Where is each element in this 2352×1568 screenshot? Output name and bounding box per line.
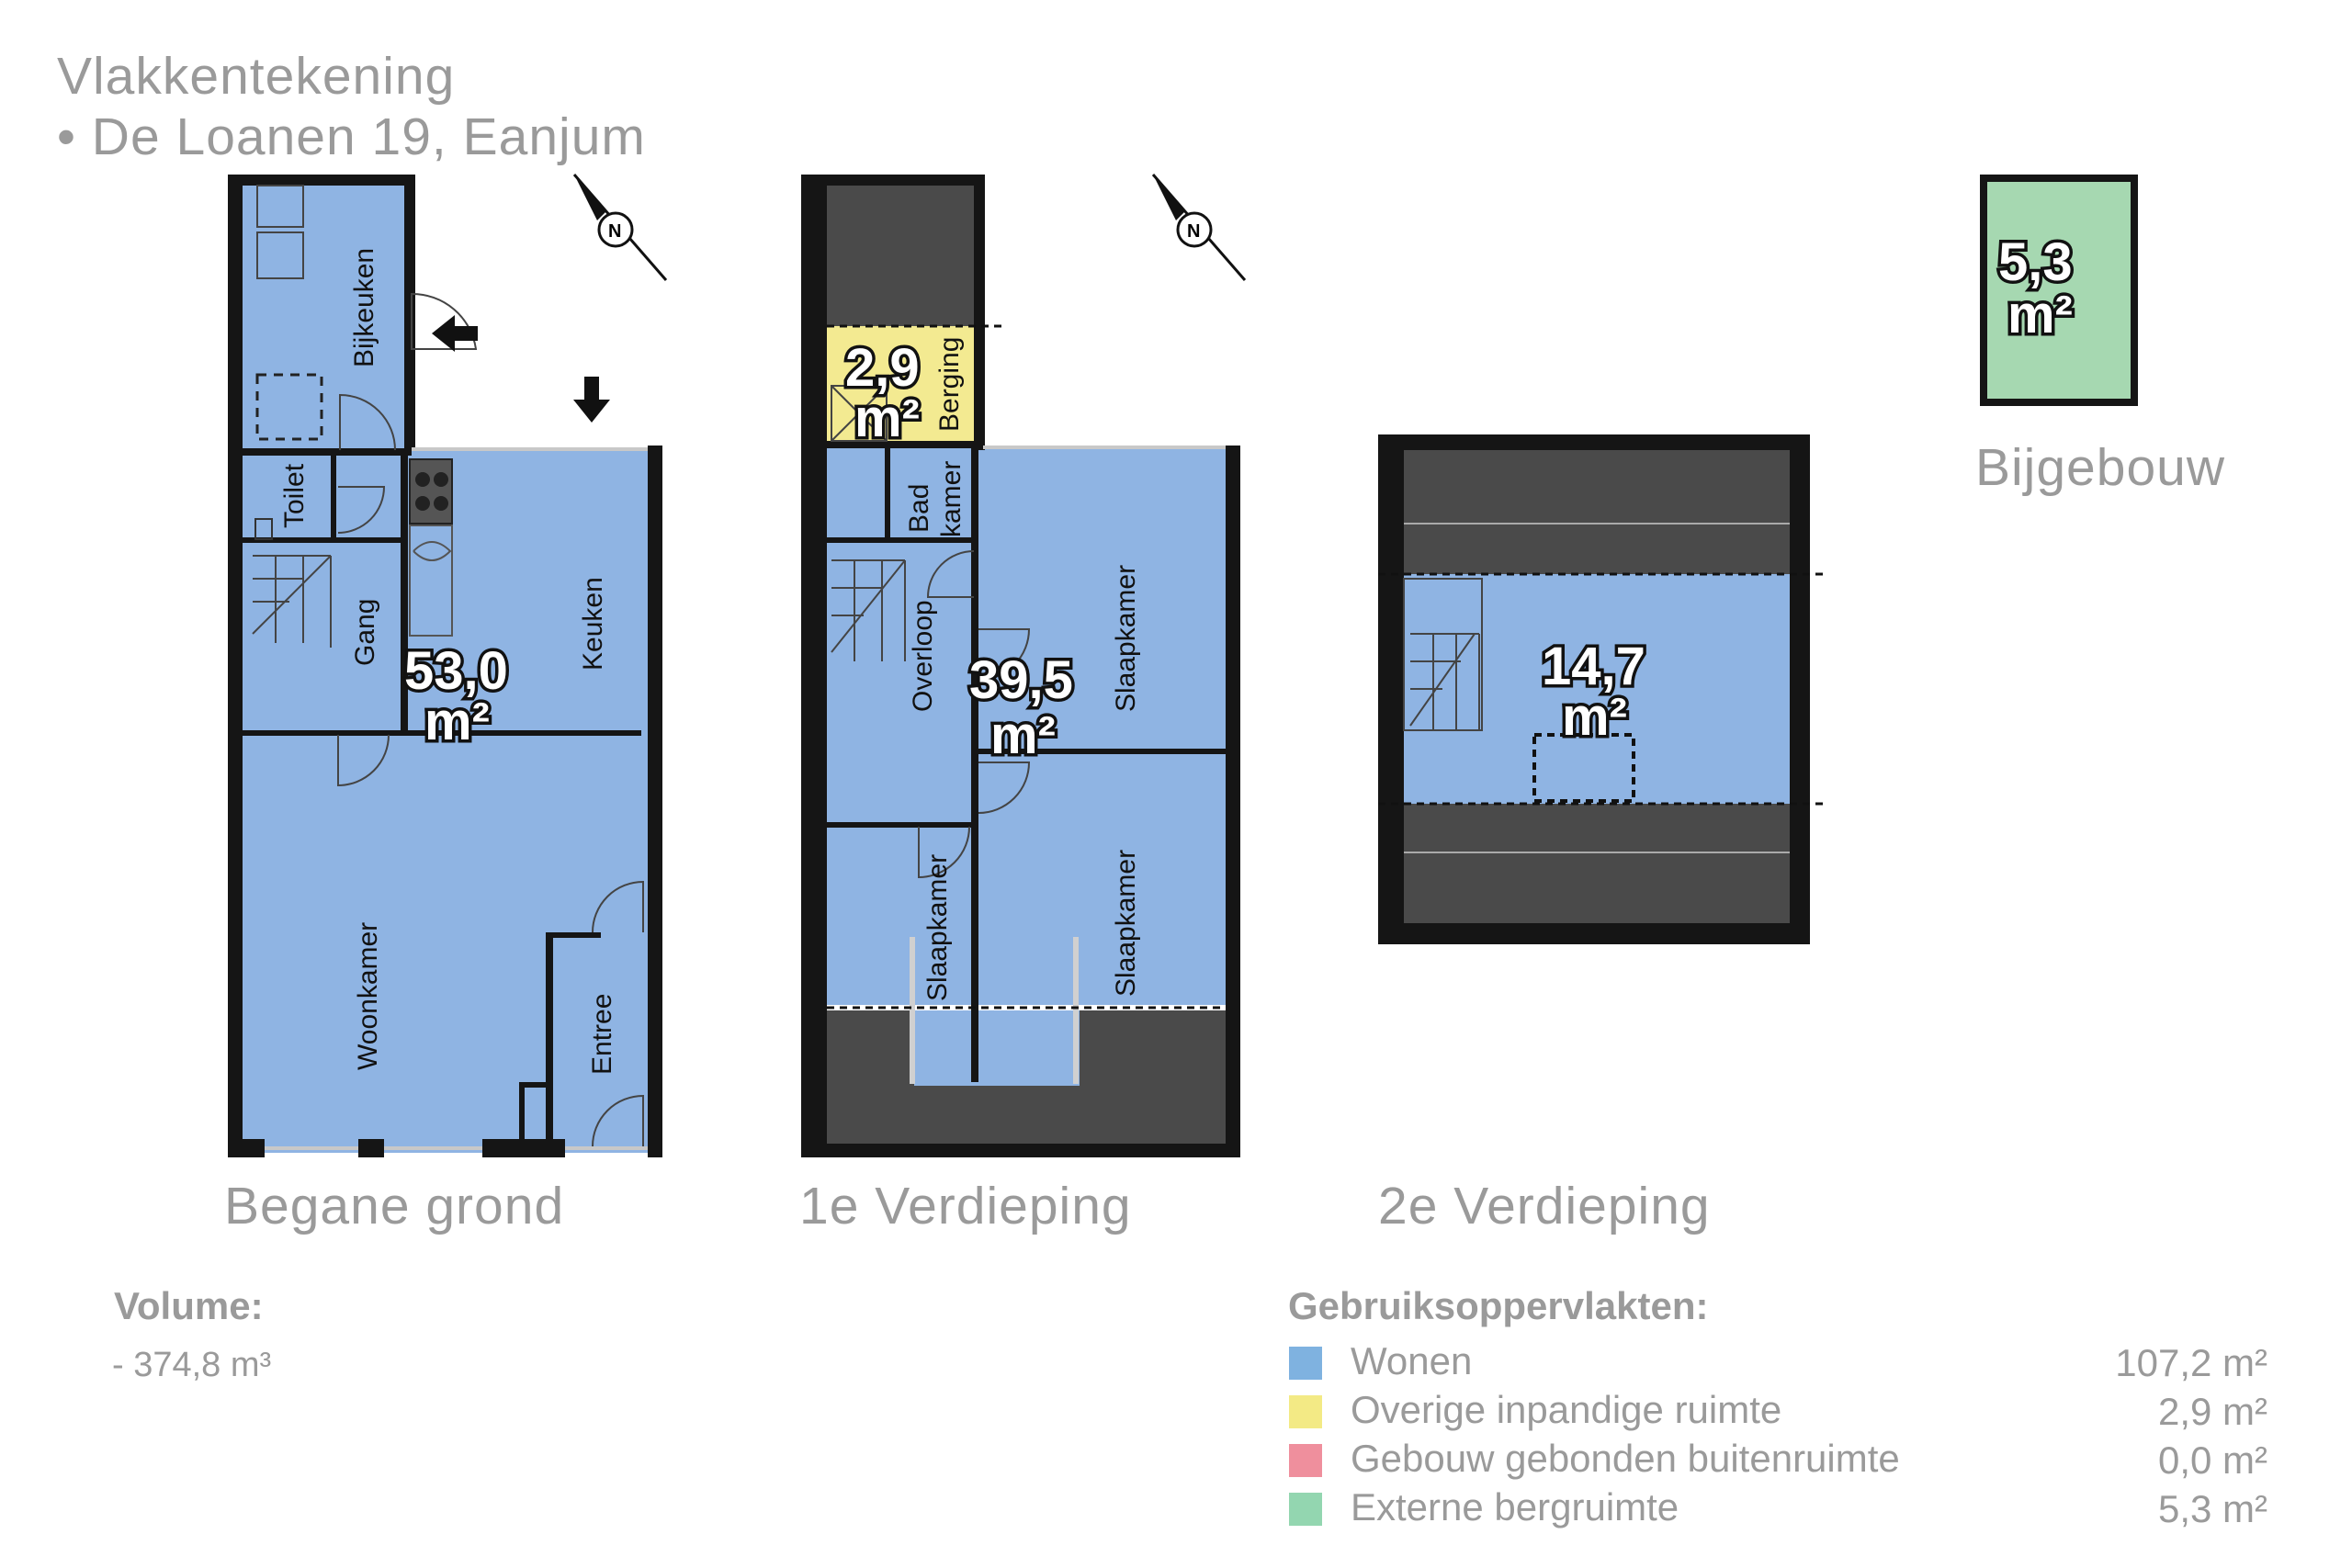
- legend-label-bergruimte: Externe bergruimte: [1351, 1485, 1679, 1529]
- ground-floor-plan: N Bijkeuken Toilet Gang Keuken Woonkamer…: [228, 174, 668, 1157]
- annex-area: 5,3: [1998, 232, 2073, 292]
- room-label-bijkeuken: Bijkeuken: [349, 248, 379, 367]
- volume-value: - 374,8 m³: [112, 1346, 272, 1384]
- ground-floor-area-unit: m²: [424, 692, 490, 751]
- legend-swatch-wonen: [1289, 1347, 1322, 1380]
- legend-label-overige: Overige inpandige ruimte: [1351, 1388, 1782, 1431]
- first-floor-area-unit: m²: [990, 705, 1056, 765]
- annex-area-unit: m²: [2007, 285, 2073, 344]
- room-label-toilet: Toilet: [279, 463, 310, 528]
- legend-label-wonen: Wonen: [1351, 1339, 1473, 1382]
- storage-area-unit: m²: [854, 389, 920, 448]
- room-label-keuken: Keuken: [578, 577, 608, 671]
- annex-plan: 5,3 m²: [1980, 175, 2138, 406]
- room-label-slaapkamer-2: Slaapkamer: [922, 854, 953, 1001]
- floor-label-1e-verdieping: 1e Verdieping: [799, 1177, 1132, 1235]
- first-floor-area: 39,5: [969, 650, 1073, 710]
- legend-heading: Gebruiksoppervlakten:: [1288, 1284, 1709, 1327]
- second-floor-living-area: [1404, 574, 1790, 804]
- room-label-overloop: Overloop: [908, 600, 938, 712]
- legend-value-buitenruimte: 0,0 m²: [2157, 1438, 2267, 1482]
- legend-swatch-bergruimte: [1289, 1493, 1322, 1526]
- address-line: • De Loanen 19, Eanjum: [57, 107, 646, 166]
- legend-value-wonen: 107,2 m²: [2115, 1341, 2267, 1384]
- room-label-badkamer-line-1: Bad: [904, 484, 934, 533]
- storage-area-value: 2,9: [845, 338, 920, 398]
- second-floor-area-unit: m²: [1562, 687, 1627, 747]
- room-label-entree: Entree: [587, 994, 617, 1075]
- floor-label-bijgebouw: Bijgebouw: [1975, 438, 2226, 497]
- legend-swatch-buitenruimte: [1289, 1444, 1322, 1477]
- legend-label-buitenruimte: Gebouw gebonden buitenruimte: [1351, 1437, 1900, 1480]
- room-label-berging: Berging: [934, 337, 965, 432]
- room-label-badkamer-line-2: kamer: [936, 461, 967, 537]
- svg-text:N: N: [1187, 221, 1200, 242]
- legend-value-bergruimte: 5,3 m²: [2157, 1487, 2267, 1530]
- main-living-area: [237, 450, 655, 1153]
- legend-value-overige: 2,9 m²: [2157, 1390, 2267, 1433]
- annex-storage-area: [1987, 182, 2131, 399]
- ground-floor-area: 53,0: [404, 641, 508, 701]
- room-label-gang: Gang: [350, 599, 380, 666]
- floor-label-2e-verdieping: 2e Verdieping: [1378, 1177, 1711, 1235]
- legend-swatch-overige: [1289, 1395, 1322, 1428]
- floor-label-begane-grond: Begane grond: [224, 1177, 565, 1235]
- room-label-slaapkamer-3: Slaapkamer: [1111, 850, 1141, 997]
- bijkeuken-area: [237, 179, 412, 450]
- first-floor-plan: N Berging Bad kamer Overloop Slaapkamer …: [801, 174, 1247, 1157]
- room-label-woonkamer: Woonkamer: [353, 922, 383, 1070]
- page-title: Vlakkentekening: [57, 47, 456, 106]
- volume-heading: Volume:: [114, 1284, 264, 1327]
- second-floor-plan: 14,7 m²: [1378, 434, 1824, 944]
- room-label-slaapkamer-1: Slaapkamer: [1111, 565, 1141, 712]
- second-floor-area: 14,7: [1542, 637, 1645, 696]
- svg-text:N: N: [608, 221, 621, 242]
